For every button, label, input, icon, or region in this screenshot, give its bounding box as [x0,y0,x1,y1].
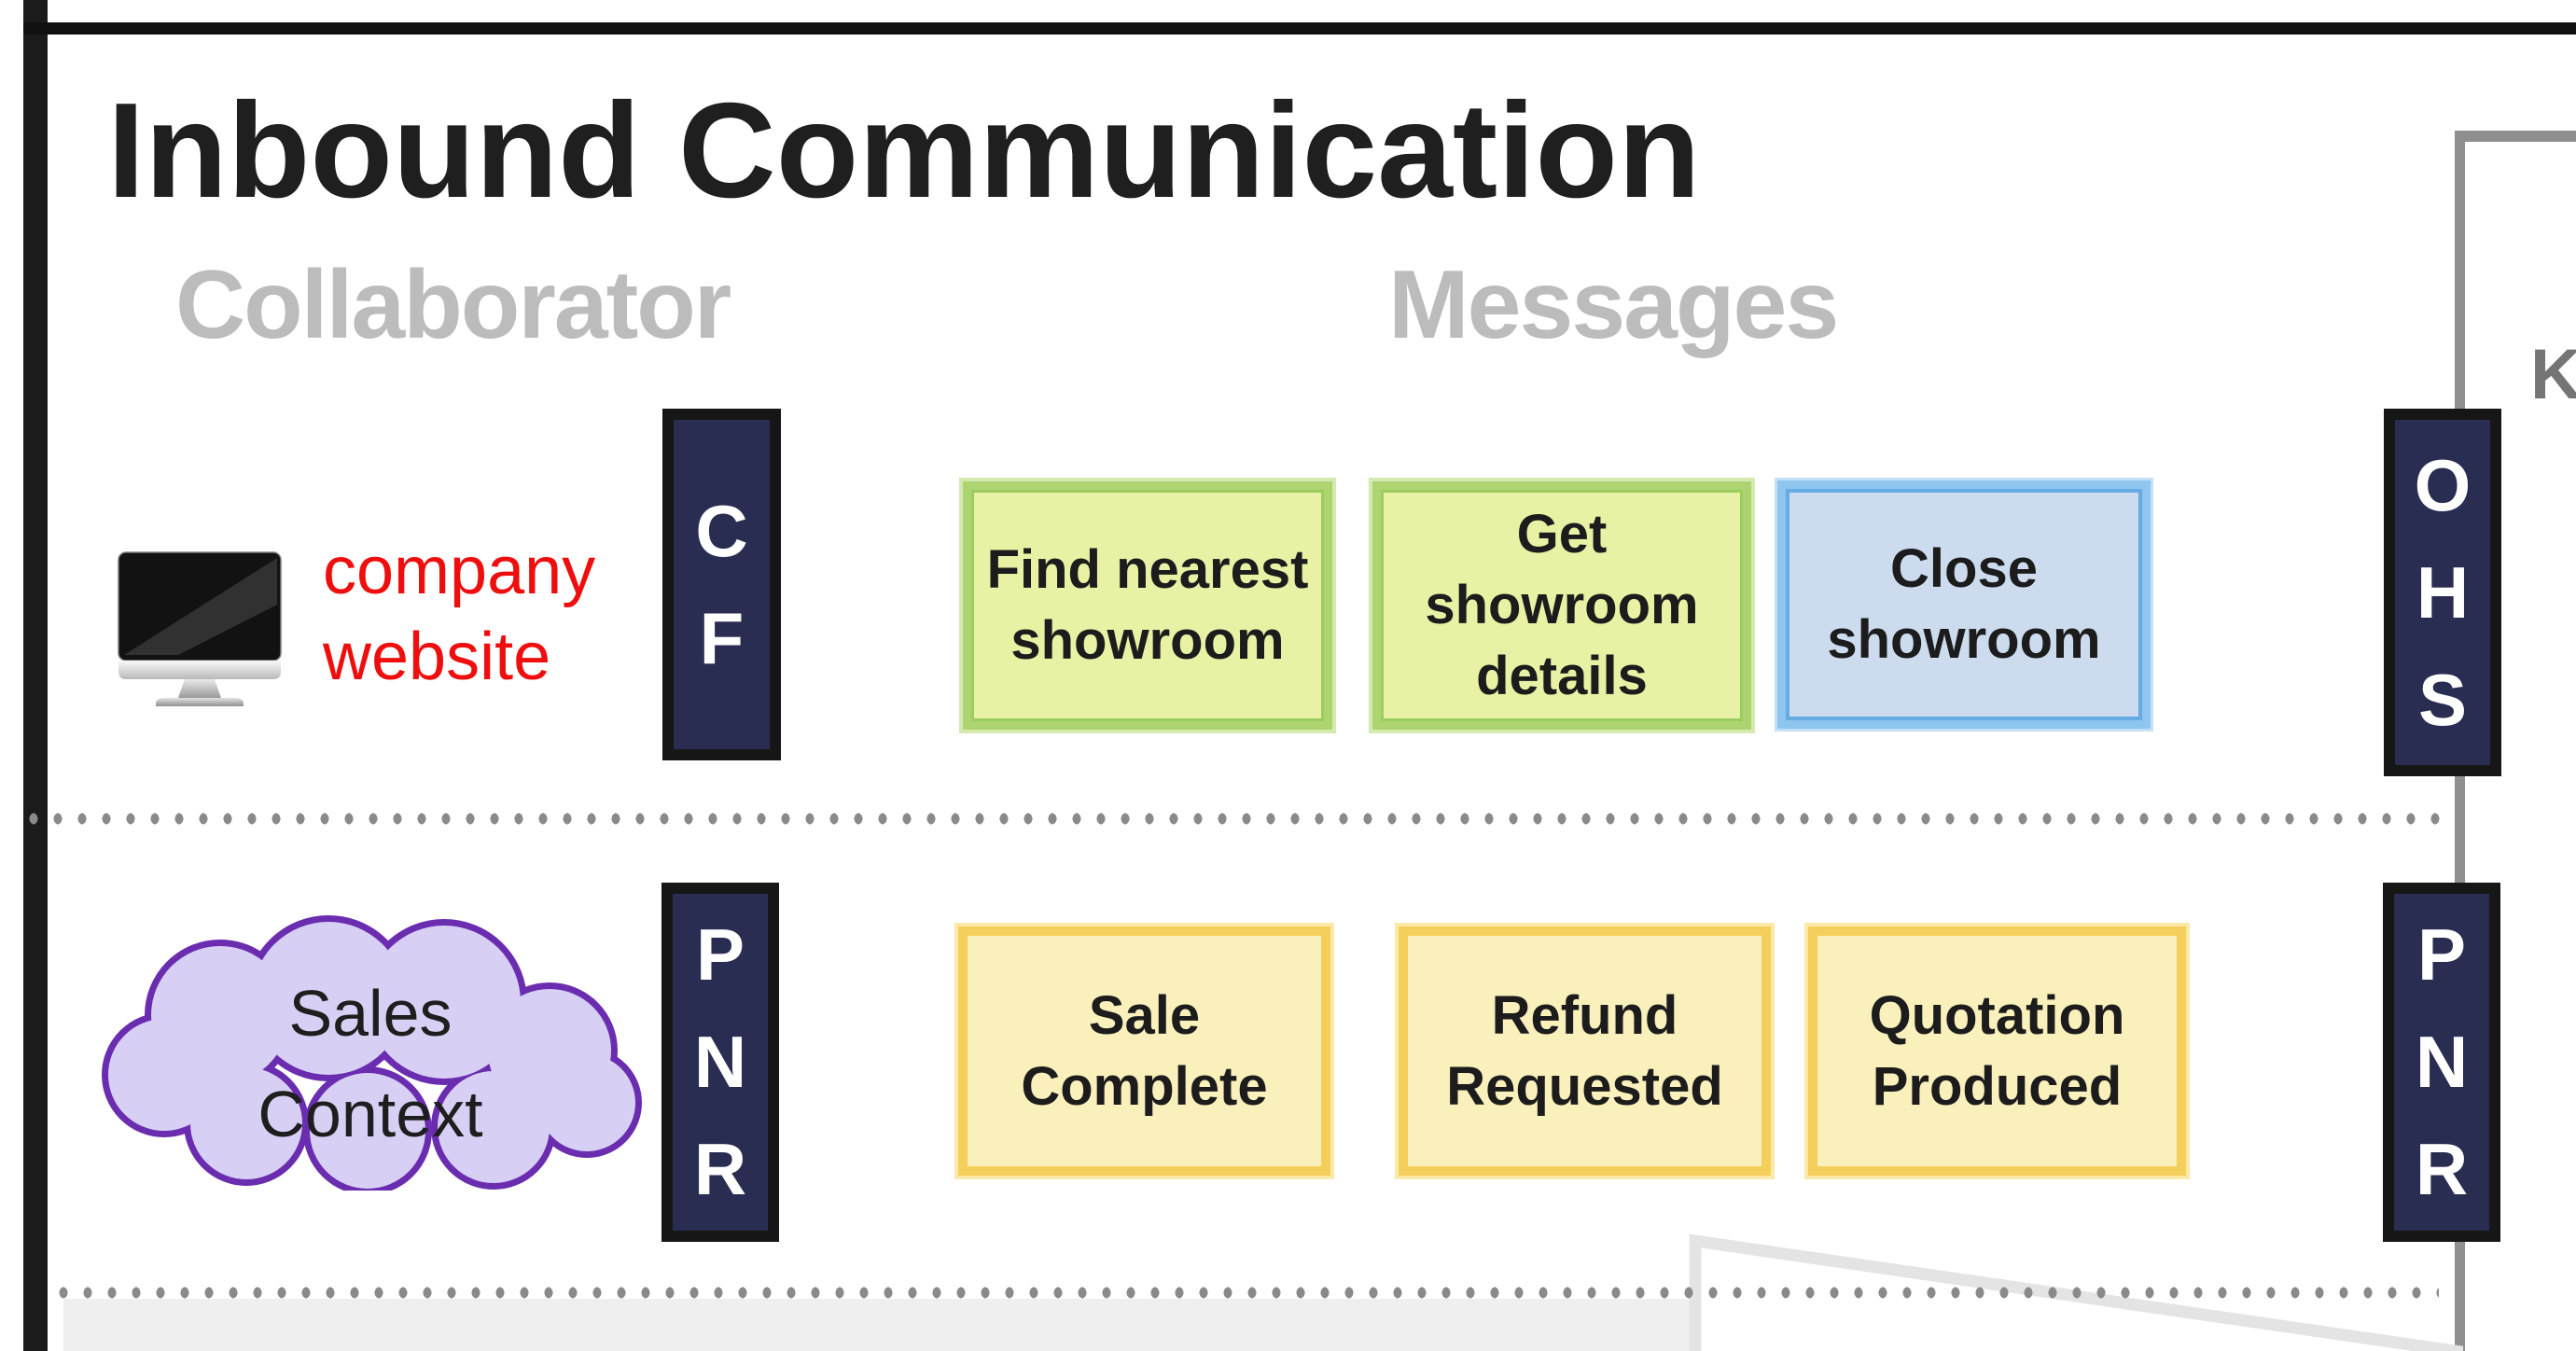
message-label: Quotation Produced [1869,984,2125,1117]
message-label: Sale Complete [1021,984,1268,1117]
message-node-quotation-produced: Quotation Produced [1808,926,2186,1176]
tag-letter: C [695,489,748,572]
tag-letter: H [2416,550,2470,634]
lane-separator-dotted-line [28,813,2454,825]
connector-horizontal-line [2455,131,2576,142]
column-header-collaborator: Collaborator [175,251,731,359]
next-lane-background [63,1299,1696,1351]
pool-left-border [23,0,48,1351]
tag-letter: S [2417,658,2468,741]
pool-top-border [23,22,2576,35]
message-label: Close showroom [1827,538,2101,670]
message-label: Get showroom details [1425,504,1699,706]
tag-letter: P [2416,913,2467,996]
collaborator-label-sales-context: Sales Context [258,977,483,1150]
message-node-close-showroom: Close showroom [1777,481,2151,729]
message-node-find-nearest-showroom: Find nearest showroom [963,481,1332,730]
message-node-get-showroom-details: Get showroom details [1372,481,1751,730]
tag-letter: R [693,1128,747,1210]
message-node-refund-requested: Refund Requested [1399,926,1771,1176]
participant-tag-pnr-left: P N R [661,883,779,1242]
participant-tag-pnr-right: P N R [2383,883,2500,1242]
tag-letter: F [699,596,745,679]
collaborator-label-company-website: company website [323,534,596,694]
message-label: Find nearest showroom [986,539,1309,671]
desktop-computer-icon [118,551,282,706]
message-node-sale-complete: Sale Complete [958,926,1330,1176]
tag-letter: O [2414,443,2472,526]
page-title: Inbound Communication [107,75,1701,226]
cloud-shape-sales-context [102,915,642,1191]
participant-tag-ohs: O H S [2384,409,2501,776]
participant-tag-cf: C F [662,409,781,760]
tag-letter: P [695,913,745,996]
message-label: Refund Requested [1446,984,1723,1117]
column-header-messages: Messages [1388,251,1839,359]
corner-label: K [2530,335,2576,414]
lane-separator-dotted-line-bottom [58,1287,2439,1299]
tag-letter: N [693,1021,747,1103]
tag-letter: R [2415,1128,2469,1210]
tag-letter: N [2415,1021,2469,1103]
